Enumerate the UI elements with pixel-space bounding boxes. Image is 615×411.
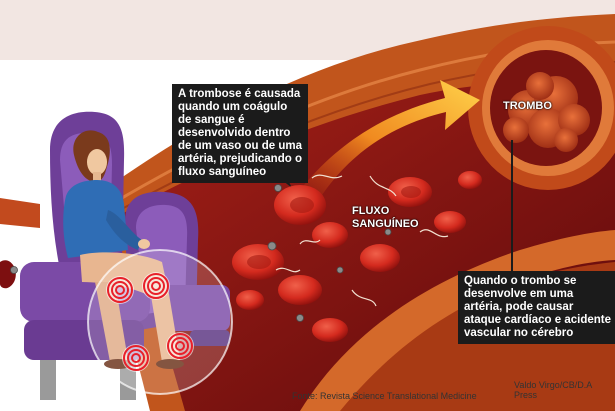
credit-source: Fonte: Revista Science Translational Med…: [292, 391, 477, 401]
callout-consequence: Quando o trombo se desenvolve em uma art…: [458, 271, 615, 344]
thrombus-clot: [503, 72, 590, 152]
callout-cause: A trombose é causada quando um coágulo d…: [172, 84, 308, 183]
blood-cells: [232, 171, 482, 342]
platelets: [10, 184, 392, 322]
label-blood-flow-line1: FLUXO: [352, 205, 390, 217]
label-blood-flow-line2: SANGUÍNEO: [352, 218, 419, 230]
credit-author: Valdo Virgo/CB/D.A Press: [514, 380, 592, 400]
label-thrombus: TROMBO: [503, 100, 552, 112]
left-vessel-stub: [0, 198, 40, 228]
left-vessel-fragment: [0, 260, 16, 289]
flow-arrow: [300, 80, 480, 198]
leg-magnifier: [87, 249, 233, 395]
pain-indicators: [106, 272, 194, 372]
label-blood-flow: FLUXO SANGUÍNEO: [352, 205, 419, 231]
fibrin-strands: [275, 174, 449, 307]
